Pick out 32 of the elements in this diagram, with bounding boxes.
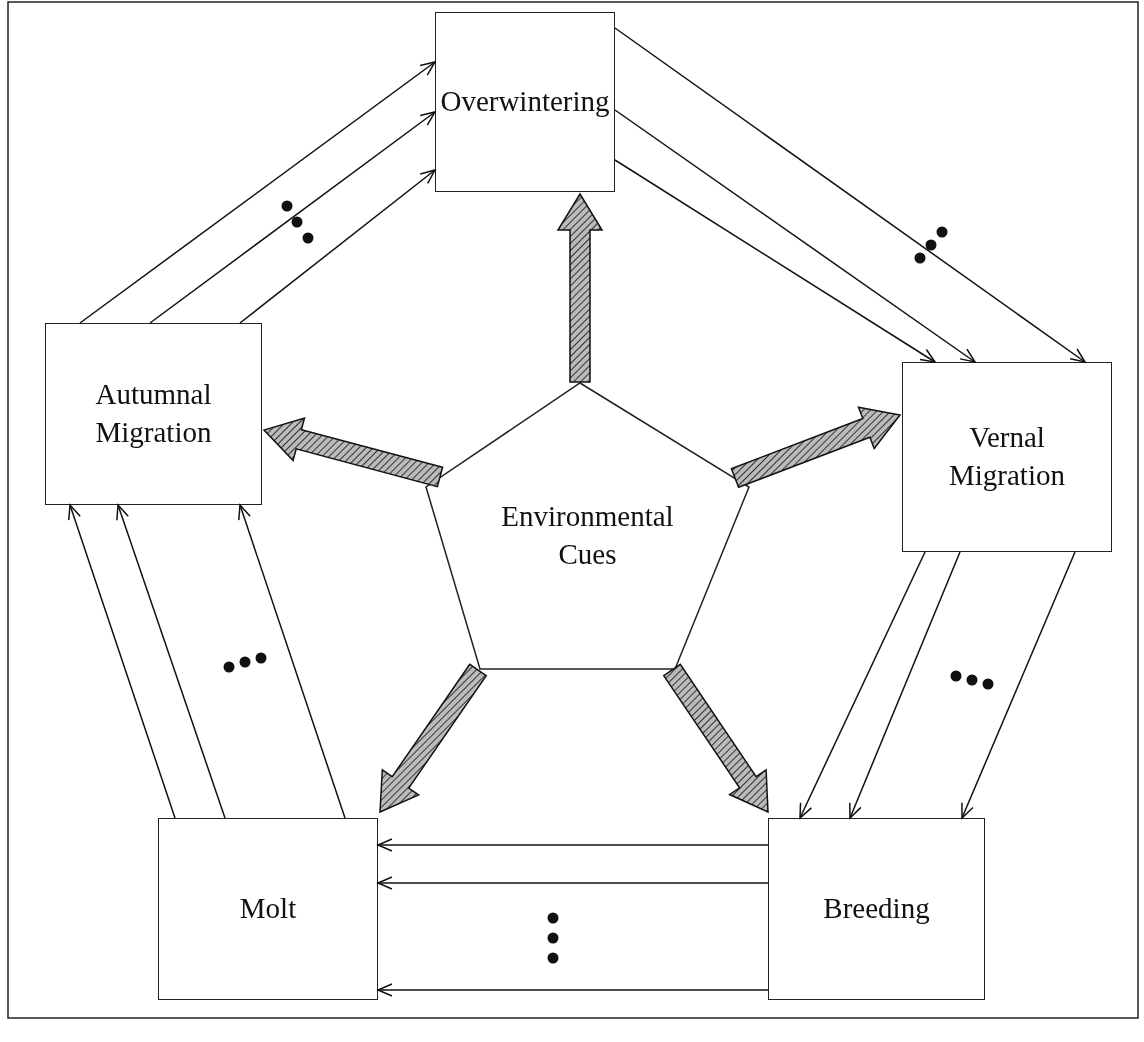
arrow (79, 61, 436, 324)
arrow (849, 551, 961, 819)
thick-arrow (556, 192, 604, 383)
stage-box (768, 818, 985, 1000)
stage-box (45, 323, 262, 505)
thick-arrow (730, 406, 902, 489)
arrow (614, 159, 936, 363)
arrow (238, 504, 346, 819)
arrow (149, 111, 436, 324)
arrow (961, 551, 1076, 819)
node-label: Overwintering (440, 84, 610, 120)
pentagon-node (425, 382, 750, 670)
arrow (377, 838, 769, 852)
stage-box (902, 362, 1112, 552)
stage-box (158, 818, 378, 1000)
node-label: Autumnal Migration (94, 377, 213, 450)
arrow (799, 551, 926, 819)
arrow (68, 504, 176, 819)
arrow (377, 876, 769, 890)
thick-arrow (662, 663, 769, 814)
thick-arrow (379, 663, 488, 814)
node-label: Environmental Cues (500, 499, 675, 572)
arrow (377, 983, 769, 997)
thick-arrow (262, 416, 444, 488)
arrow (614, 27, 1086, 363)
node-label: Molt (239, 891, 297, 927)
arrow (239, 169, 436, 324)
node-label: Vernal Migration (948, 420, 1066, 493)
node-label: Breeding (823, 891, 930, 927)
arrow (116, 504, 226, 819)
stage-box (435, 12, 615, 192)
arrow (614, 109, 976, 363)
